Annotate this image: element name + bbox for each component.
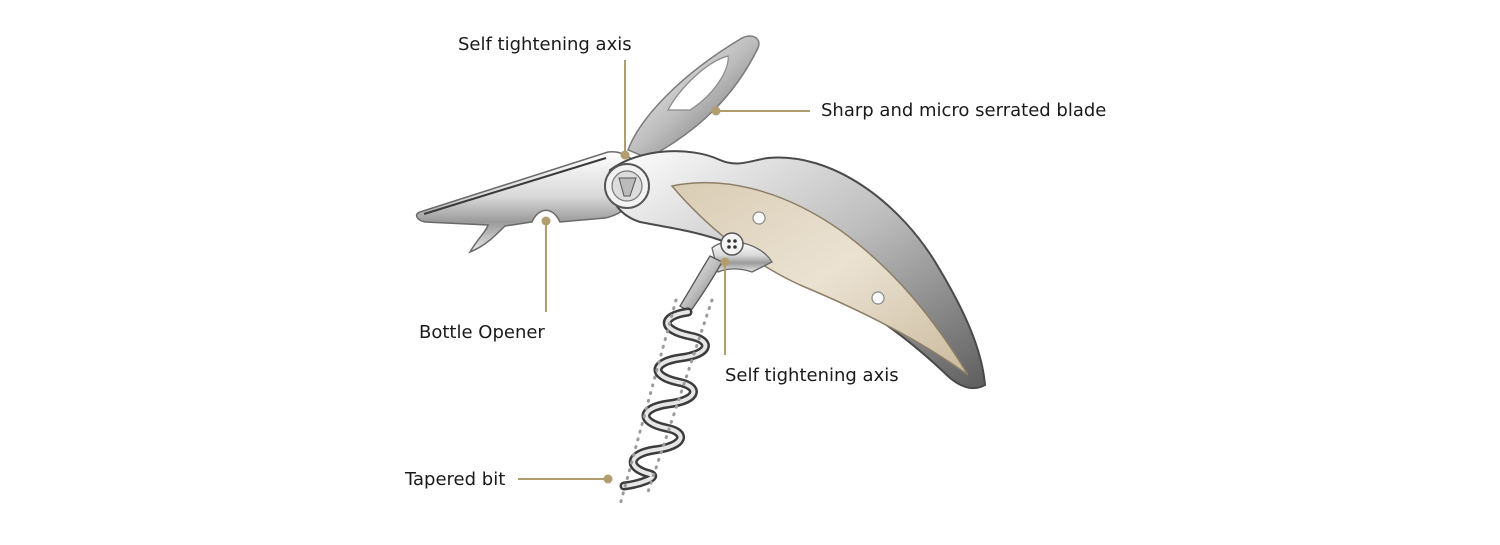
callout-axis-top-label: Self tightening axis <box>458 34 632 56</box>
leader-axis-top-dot <box>621 151 630 160</box>
worm-shank <box>680 256 722 312</box>
callout-tapered-bit-label: Tapered bit <box>405 469 505 491</box>
leader-blade-dot <box>712 107 721 116</box>
callout-blade-label: Sharp and micro serrated blade <box>821 100 1106 122</box>
leader-axis-bottom-dot <box>721 258 730 267</box>
leader-bottle-opener-dot <box>542 217 551 226</box>
handle-body <box>609 151 985 388</box>
blade <box>628 36 759 158</box>
callout-axis-bottom-label: Self tightening axis <box>725 365 899 387</box>
axis-rivet-top <box>605 164 649 208</box>
bottle-opener-arm <box>417 152 640 252</box>
leader-tapered-bit-dot <box>604 475 613 484</box>
callout-bottle-opener-label: Bottle Opener <box>419 322 545 344</box>
